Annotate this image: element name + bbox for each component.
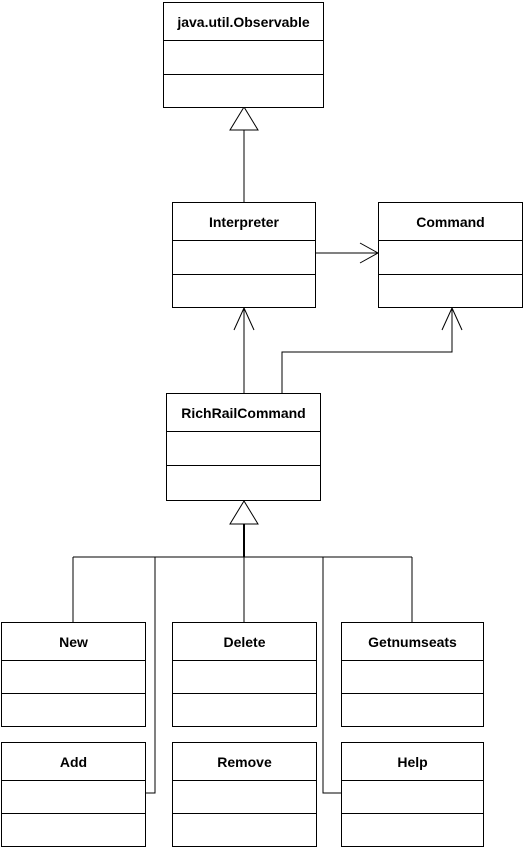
generalization-arrowhead-richrailcommand [229, 500, 259, 525]
class-remove[interactable]: Remove [172, 742, 317, 847]
attributes-compartment [173, 661, 316, 694]
class-name: Interpreter [173, 203, 315, 241]
class-name: Delete [173, 623, 316, 661]
class-command[interactable]: Command [378, 202, 523, 308]
attributes-compartment [379, 241, 522, 275]
class-observable[interactable]: java.util.Observable [163, 2, 324, 108]
class-name: New [2, 623, 145, 661]
attributes-compartment [173, 241, 315, 275]
class-add[interactable]: Add [1, 742, 146, 847]
generalization-arrowhead-observable [229, 106, 259, 131]
attributes-compartment [342, 661, 483, 694]
attributes-compartment [2, 661, 145, 694]
class-name: Help [342, 743, 483, 781]
class-getnumseats[interactable]: Getnumseats [341, 622, 484, 727]
association-arrowhead-command-2 [441, 306, 463, 331]
class-name: java.util.Observable [164, 3, 323, 41]
class-help[interactable]: Help [341, 742, 484, 847]
class-richrailcommand[interactable]: RichRailCommand [166, 393, 321, 501]
edge-to-remove [145, 557, 155, 793]
class-name: Add [2, 743, 145, 781]
class-interpreter[interactable]: Interpreter [172, 202, 316, 308]
attributes-compartment [167, 432, 320, 466]
attributes-compartment [342, 781, 483, 814]
class-name: Getnumseats [342, 623, 483, 661]
edge-to-help [322, 557, 341, 794]
association-arrowhead-interpreter [233, 306, 255, 331]
attributes-compartment [164, 41, 323, 75]
class-new[interactable]: New [1, 622, 146, 727]
attributes-compartment [2, 781, 145, 814]
class-name: Command [379, 203, 522, 241]
attributes-compartment [173, 781, 316, 814]
class-name: Remove [173, 743, 316, 781]
edge-richrailcommand-command [281, 308, 453, 393]
edge-to-add [145, 557, 156, 794]
class-delete[interactable]: Delete [172, 622, 317, 727]
class-name: RichRailCommand [167, 394, 320, 432]
